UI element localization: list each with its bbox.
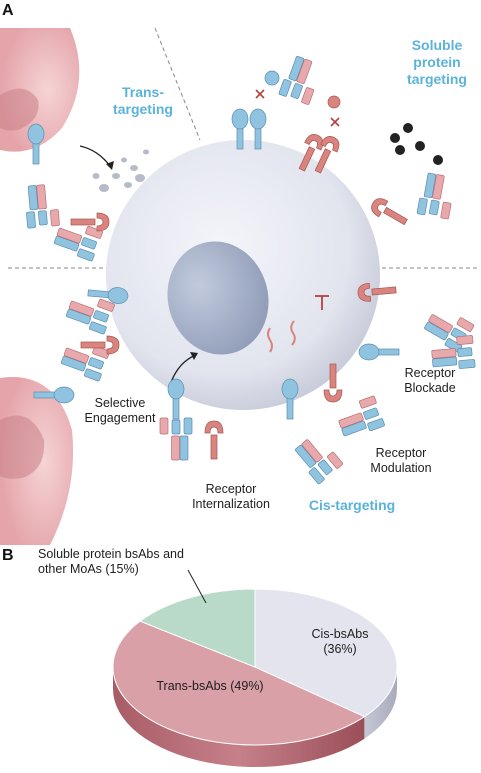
cis-label-line-2: (36%) [323, 642, 357, 656]
trans-targeting-line-1: Trans- [121, 84, 164, 100]
soluble-label-line-1: Soluble protein bsAbs and [38, 547, 184, 561]
selective-engagement-line-1: Selective [94, 396, 146, 410]
pie-slice-soluble [139, 588, 256, 668]
receptor-internalization-line-1: Receptor [205, 482, 257, 496]
cis-targeting-title: Cis-targeting [308, 497, 396, 513]
bsab-selective-low [59, 335, 120, 382]
panel-b-letter: B [2, 547, 14, 564]
cis-label-line-1: Cis-bsAbs [311, 627, 369, 641]
receptor-internalization-label: Receptor Internalization [182, 482, 280, 512]
pie-slice-trans [112, 620, 366, 746]
receptor-modulation-line-2: Modulation [370, 461, 432, 475]
panel-a-letter: A [2, 2, 14, 19]
soluble-molecules [390, 123, 443, 165]
cell-nucleus [167, 241, 269, 355]
trans-arrow-head [106, 161, 114, 170]
receptor-blockade-line-2: Blockade [404, 381, 456, 395]
receptor-internalization-line-2: Internalization [192, 497, 270, 511]
bsab-trans-mid [52, 212, 110, 262]
cis-slice-label: Cis-bsAbs (36%) [300, 627, 380, 657]
trans-arrow [79, 145, 111, 167]
soluble-targeting-line-1: Soluble [411, 37, 463, 53]
pie-chart [112, 588, 398, 767]
bsab-trans-top [23, 123, 60, 229]
receptor-blockade-label: Receptor Blockade [398, 366, 462, 396]
soluble-slice-label: Soluble protein bsAbs and other MoAs (15… [38, 547, 268, 577]
selective-engagement-label: Selective Engagement [76, 396, 164, 426]
target-cell-top-nucleus [0, 88, 39, 131]
bsab-modulation [267, 320, 386, 485]
receptor-modulation-line-1: Receptor [375, 446, 427, 460]
pie-side-cis [364, 667, 397, 739]
receptor-blockade-line-1: Receptor [404, 366, 456, 380]
target-cell-bottom-nucleus [0, 415, 45, 479]
soluble-targeting-line-2: protein [413, 54, 461, 70]
soluble-targeting-title: Soluble protein targeting [398, 37, 476, 88]
soluble-targeting-line-3: targeting [407, 71, 467, 87]
receptor-modulation-label: Receptor Modulation [364, 446, 438, 476]
trans-slice-label: Trans-bsAbs (49%) [156, 679, 264, 693]
pie-side-trans [113, 667, 365, 767]
trans-targeting-line-2: targeting [113, 101, 173, 117]
bsab-soluble-right [368, 171, 457, 231]
bsab-soluble-top [264, 54, 341, 109]
selective-engagement-line-2: Engagement [84, 411, 156, 425]
pie-slice-cis [254, 588, 398, 718]
trans-targeting-title: Trans- targeting [110, 84, 176, 118]
internalization-arrow-head [190, 352, 198, 360]
soluble-label-line-2: other MoAs (15%) [38, 562, 139, 576]
panel-a [0, 27, 478, 545]
blockade-mark [315, 295, 329, 310]
soluble-leader-line [187, 569, 207, 604]
block-marks [255, 89, 340, 127]
divider-trans [154, 27, 201, 141]
granules [92, 149, 149, 192]
